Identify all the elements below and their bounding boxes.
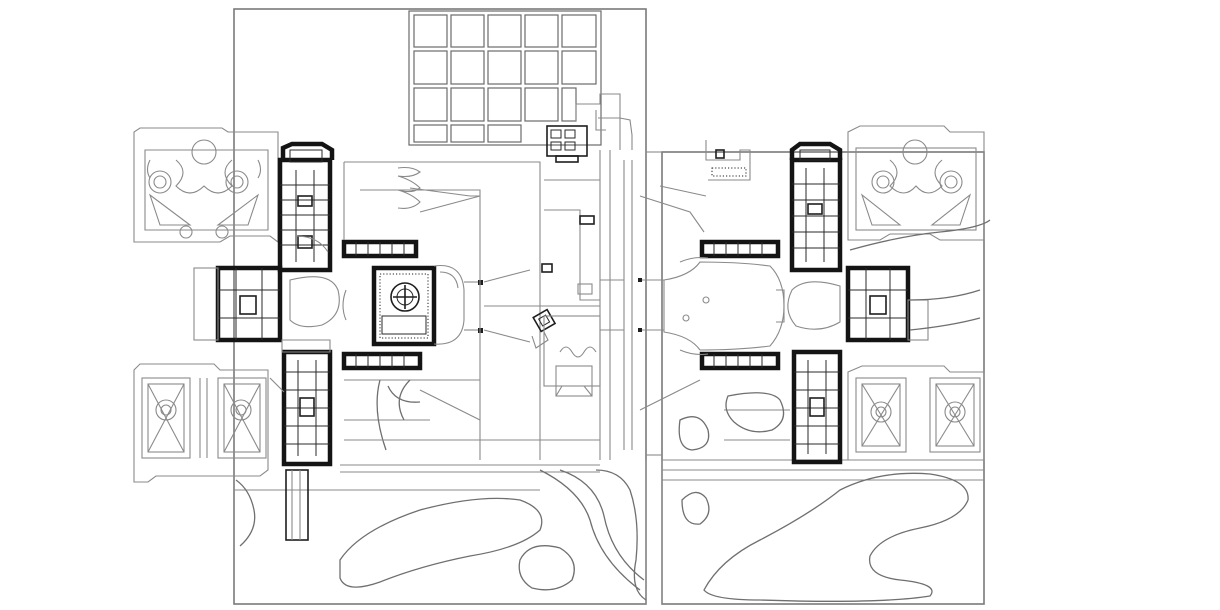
gate-house (546, 125, 588, 163)
left-garden-bottom (133, 363, 269, 483)
right-cross-building (699, 140, 929, 465)
lower-landscape (235, 219, 991, 602)
right-open-hall (639, 185, 790, 451)
left-cross-building (193, 141, 423, 541)
right-garden-bottom (847, 365, 985, 461)
middle-service-area (343, 161, 642, 460)
site-boundary (233, 8, 985, 605)
top-grid-fields (408, 10, 633, 150)
central-hall (342, 264, 483, 347)
left-garden-top (133, 127, 279, 244)
right-garden-top (847, 125, 985, 241)
